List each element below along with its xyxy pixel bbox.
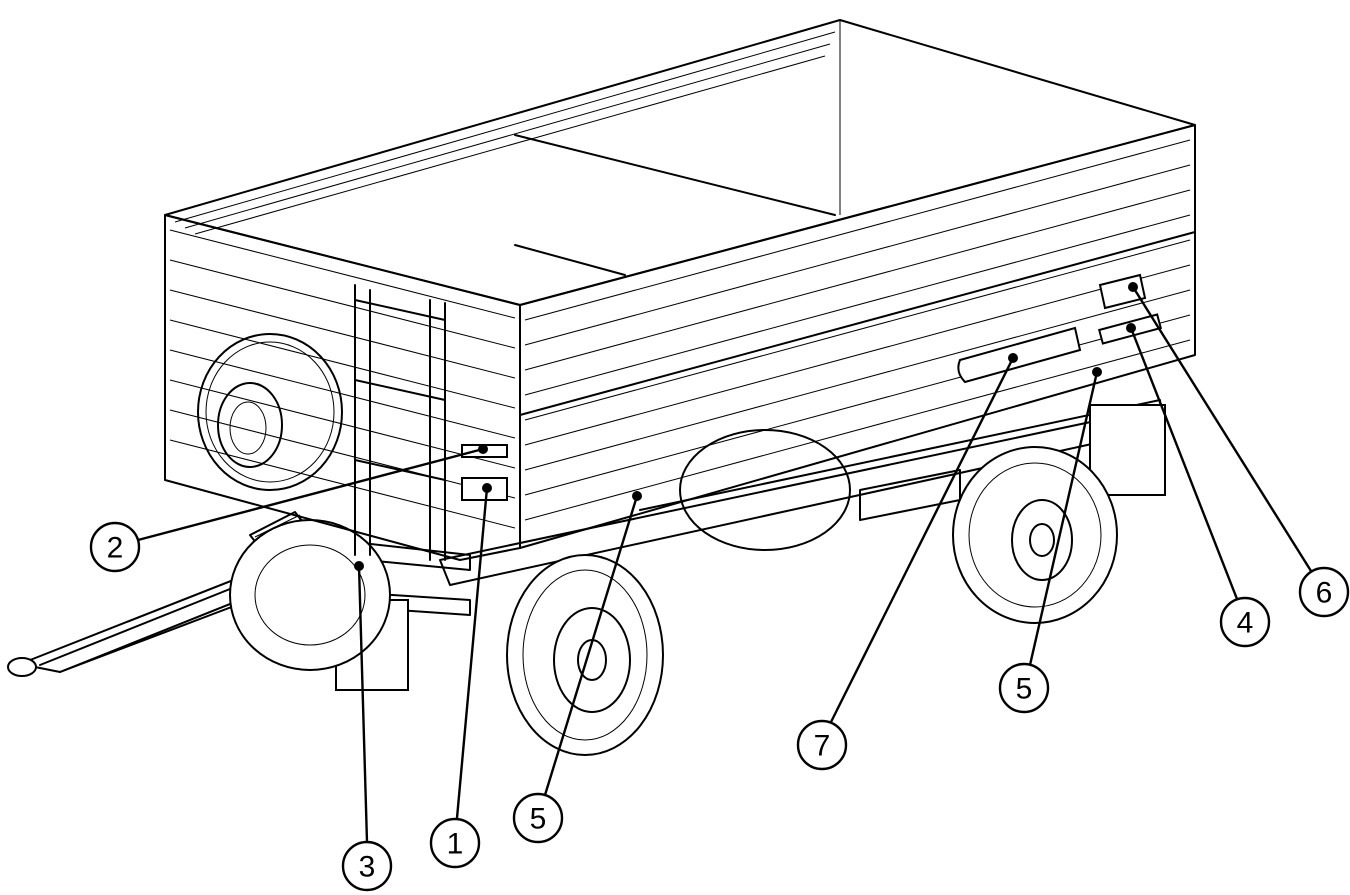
top-rim (164, 19, 1196, 306)
chassis (439, 399, 1166, 586)
callout-5b: 5 (998, 367, 1102, 714)
callout-3: 3 (341, 561, 393, 892)
front-wheel-right (506, 554, 664, 756)
rear-wheel-right (952, 446, 1118, 624)
callout-6: 6 (1128, 282, 1350, 618)
trailer-drawing (7, 19, 1196, 756)
callout-1: 1 (429, 483, 492, 869)
callout-5a: 5 (512, 491, 642, 844)
callout-label-5a: 5 (530, 803, 547, 836)
callout-label-4: 4 (1237, 607, 1254, 640)
callout-2: 2 (89, 444, 488, 573)
callout-7: 7 (796, 353, 1018, 771)
front-wheel-left (229, 519, 391, 671)
rear-wheel-left (679, 429, 851, 551)
callout-label-1: 1 (447, 828, 464, 861)
callout-4: 4 (1126, 323, 1271, 648)
callout-label-2: 2 (107, 532, 124, 565)
callout-label-3: 3 (359, 851, 376, 884)
spare-wheel (197, 333, 343, 491)
callout-label-5b: 5 (1016, 673, 1033, 706)
callout-label-6: 6 (1316, 577, 1333, 610)
callout-label-7: 7 (814, 730, 831, 763)
